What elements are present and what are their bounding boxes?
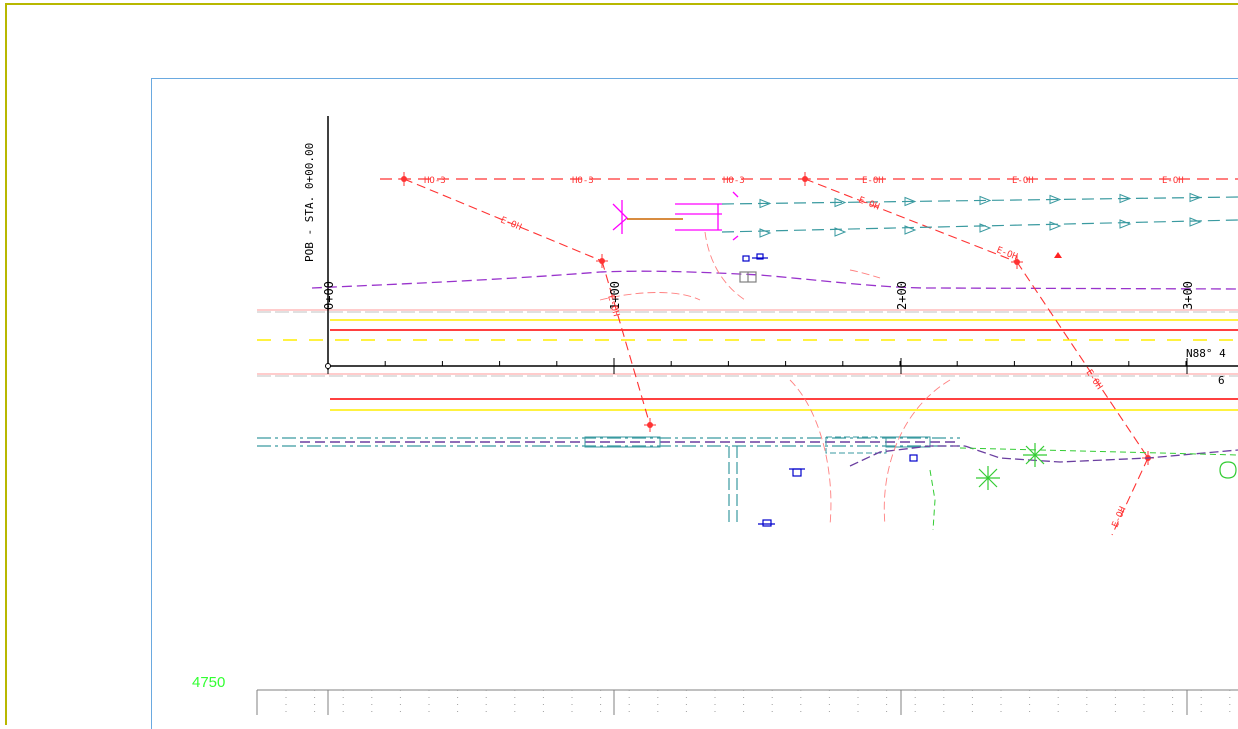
flow-arrow bbox=[1050, 222, 1060, 230]
lower-utility-corridor bbox=[257, 437, 1238, 530]
line-tag: E-OH bbox=[857, 195, 881, 212]
roadway bbox=[257, 320, 1238, 410]
station-label-3: 3+00 bbox=[1181, 281, 1195, 310]
station-label-0: 0+00 bbox=[322, 281, 336, 310]
flow-arrow bbox=[760, 229, 770, 237]
flow-arrow bbox=[1190, 218, 1200, 226]
line-tag: E-OH bbox=[499, 216, 523, 233]
line-tag: HO-3 bbox=[572, 176, 594, 186]
gas-line bbox=[312, 271, 1238, 289]
flow-arrow bbox=[1120, 220, 1130, 228]
trees bbox=[976, 443, 1236, 490]
survey-baseline bbox=[326, 116, 1238, 374]
bearing-sub-label: 6 bbox=[1218, 374, 1225, 387]
line-tag: E-OH bbox=[995, 245, 1019, 262]
line-tag: E-OH bbox=[862, 176, 884, 186]
station-label-2: 2+00 bbox=[895, 281, 909, 310]
pob-label: POB - STA. 0+00.00 bbox=[303, 143, 316, 262]
line-tag: E-OH bbox=[1162, 176, 1184, 186]
water-lines bbox=[722, 194, 1238, 238]
structures bbox=[740, 254, 917, 526]
flow-arrow bbox=[980, 224, 990, 232]
line-tag: HO-3 bbox=[723, 176, 745, 186]
line-tag: HO-3 bbox=[424, 176, 446, 186]
bearing-label: N88° 4 bbox=[1186, 347, 1226, 360]
coordinate-grid bbox=[257, 690, 1238, 715]
line-tag: E-OH bbox=[1084, 368, 1104, 392]
fixtures bbox=[613, 192, 738, 240]
grid-coordinate-label: 4750 bbox=[192, 674, 225, 691]
survey-marker bbox=[1054, 252, 1062, 258]
line-tag: E-OH bbox=[1012, 176, 1034, 186]
line-tag: E-OH bbox=[1111, 505, 1129, 529]
contour-lines bbox=[600, 232, 950, 525]
